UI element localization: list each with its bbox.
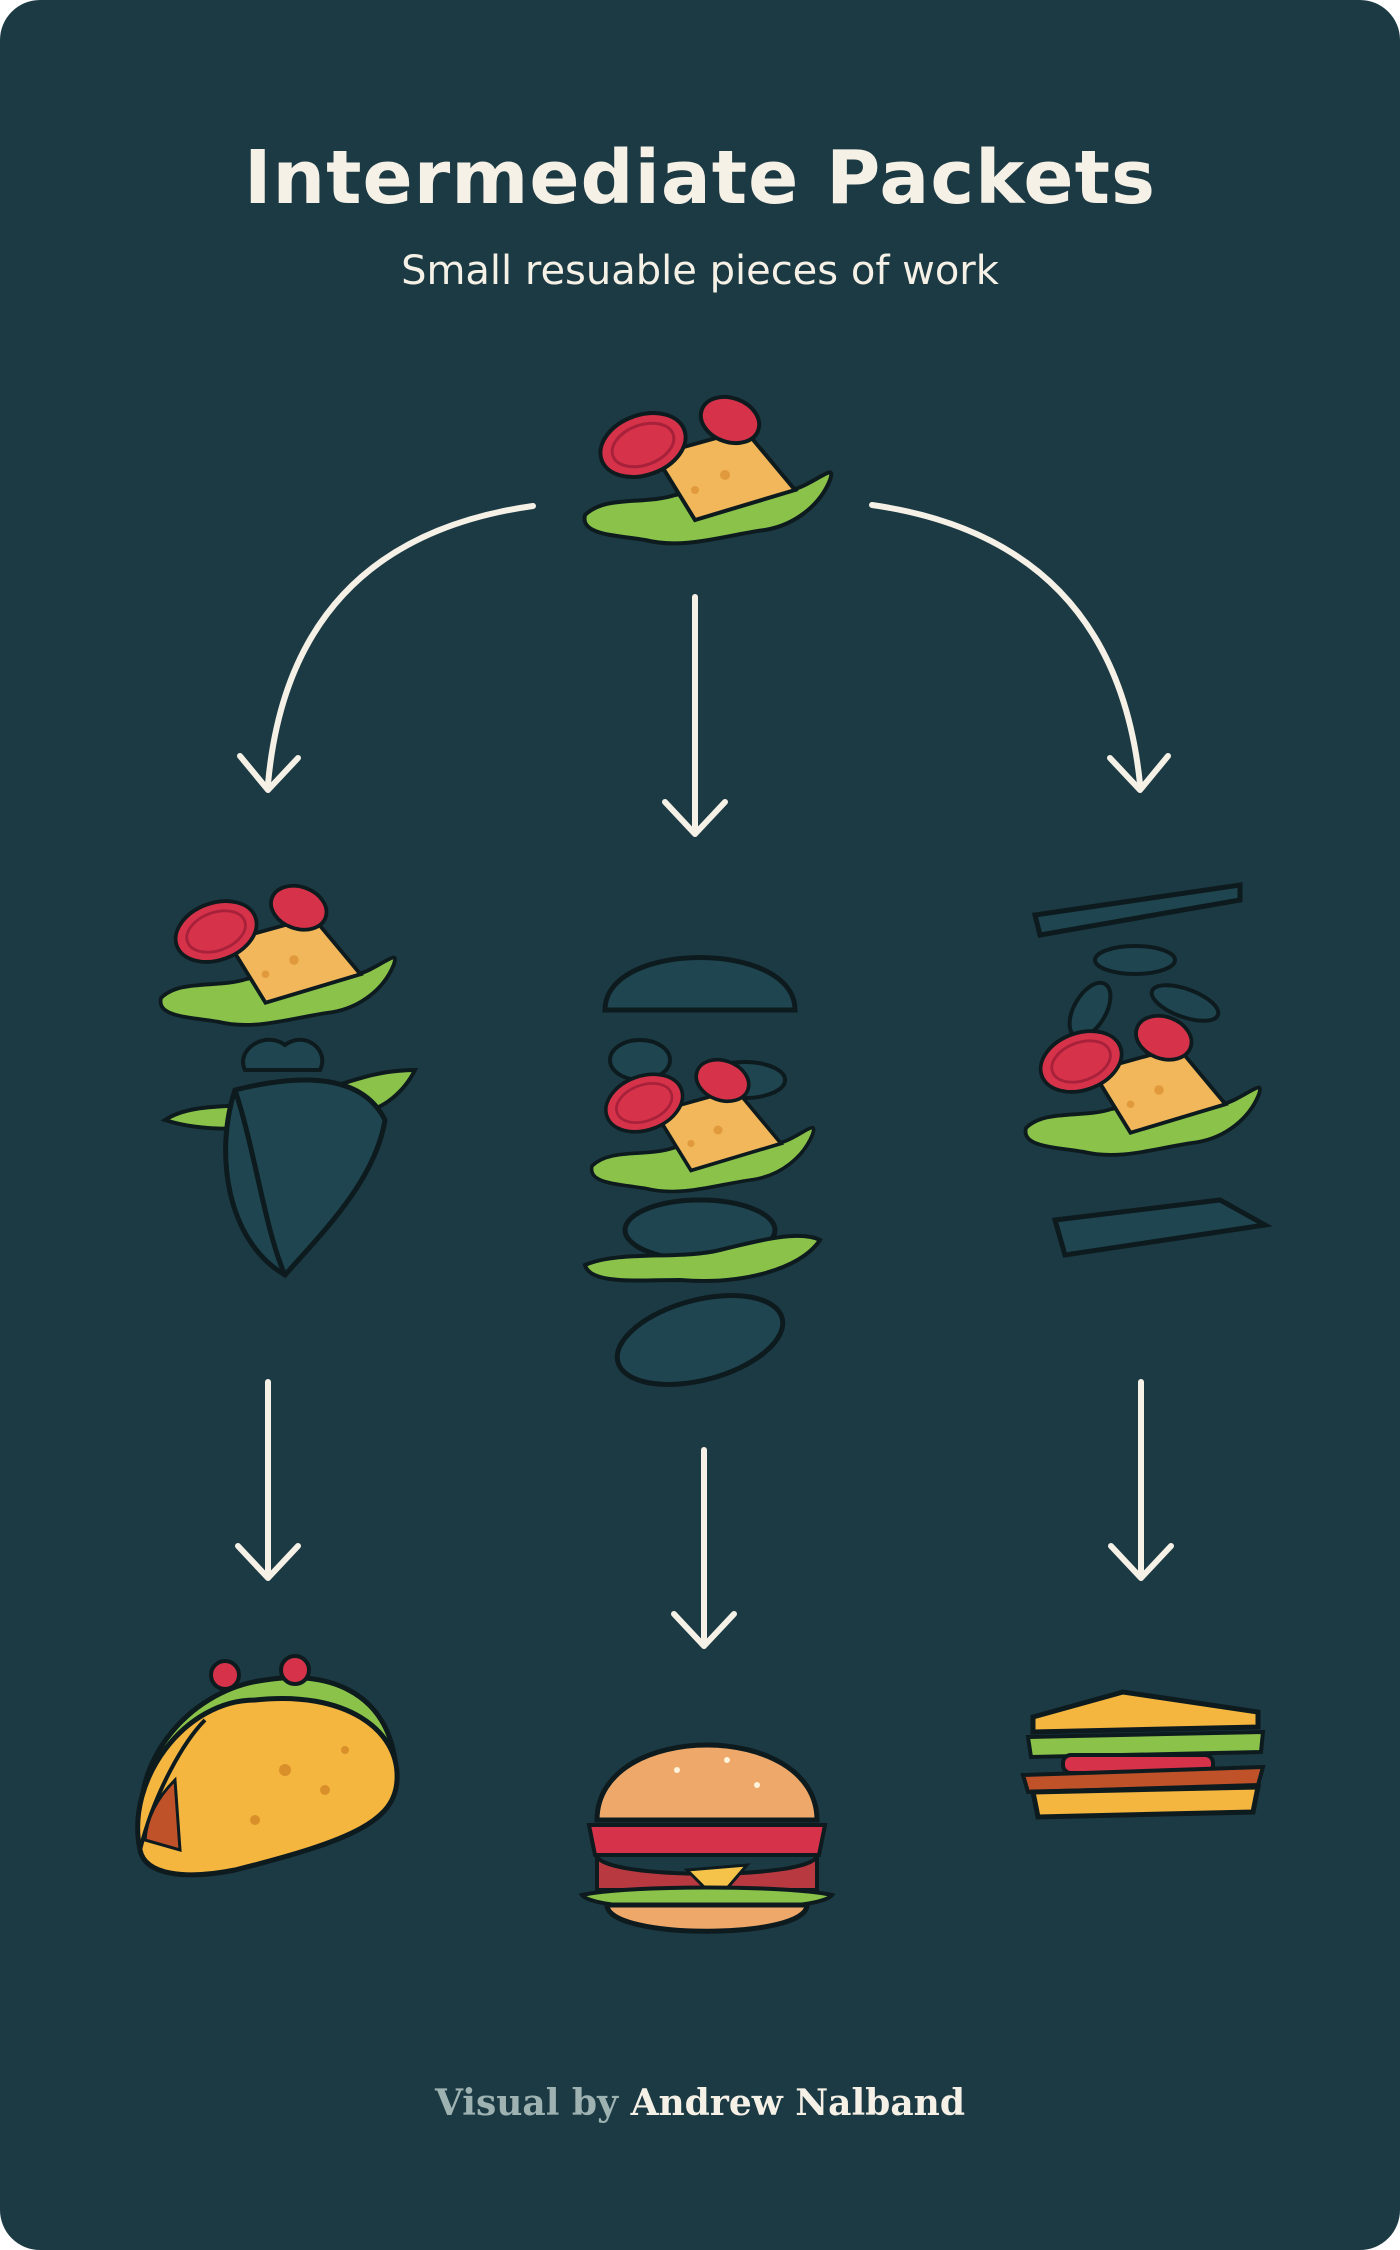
sandwich-icon — [1020, 1689, 1266, 1820]
burger-icon — [578, 1742, 836, 1934]
sandwich-packet-icon — [1023, 882, 1273, 1258]
credit-prefix: Visual by — [434, 2082, 619, 2124]
taco-icon — [135, 1654, 400, 1878]
arrow-to-taco-packet — [237, 503, 536, 793]
taco-packet-icon — [158, 876, 419, 1279]
credit-line: Visual by Andrew Nalband — [0, 2082, 1400, 2124]
arrow-to-burger-packet — [662, 594, 728, 837]
burger-packet-icon — [582, 955, 823, 1387]
arrow-to-burger — [671, 1447, 737, 1649]
arrow-to-sandwich — [1108, 1379, 1174, 1581]
arrow-to-taco — [235, 1379, 301, 1581]
page-title: Intermediate Packets — [243, 135, 1157, 221]
credit-author: Andrew Nalband — [630, 2082, 966, 2124]
ingredients-packet-icon — [582, 387, 834, 546]
page-subtitle: Small resuable pieces of work — [401, 248, 999, 294]
arrow-to-sandwich-packet — [869, 502, 1171, 793]
